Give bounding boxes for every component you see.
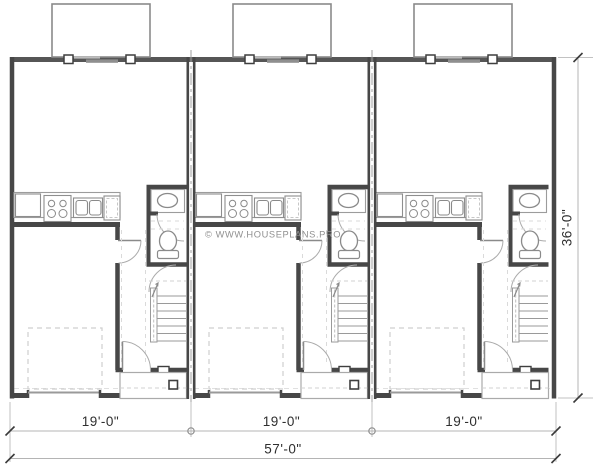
dim-label-unit-1: 19'-0" [82, 414, 119, 429]
dim-node [368, 427, 376, 435]
dim-label-unit-3: 19'-0" [445, 414, 482, 429]
party-wall-1 [186, 48, 196, 406]
dim-label-total-width: 57'-0" [264, 442, 301, 457]
party-wall-2 [367, 48, 377, 406]
dim-label-depth: 36'-0" [560, 209, 575, 246]
unit-plan-1 [12, 4, 187, 399]
dim-tick [4, 425, 16, 437]
dimensions: 19'-0" 19'-0" 19'-0" 57'-0" 36'-0" [4, 52, 593, 464]
dim-label-unit-2: 19'-0" [263, 414, 300, 429]
dim-tick [550, 425, 562, 437]
unit-plan-3 [374, 4, 549, 399]
dim-tick [572, 392, 584, 404]
watermark-text: © WWW.HOUSEPLANS.PRO [205, 230, 341, 240]
dim-tick [4, 453, 16, 464]
dim-tick [550, 453, 562, 464]
dim-node [187, 427, 195, 435]
extension-lines [9, 57, 593, 462]
dim-tick [572, 52, 584, 63]
unit-plan-2 [193, 4, 368, 399]
